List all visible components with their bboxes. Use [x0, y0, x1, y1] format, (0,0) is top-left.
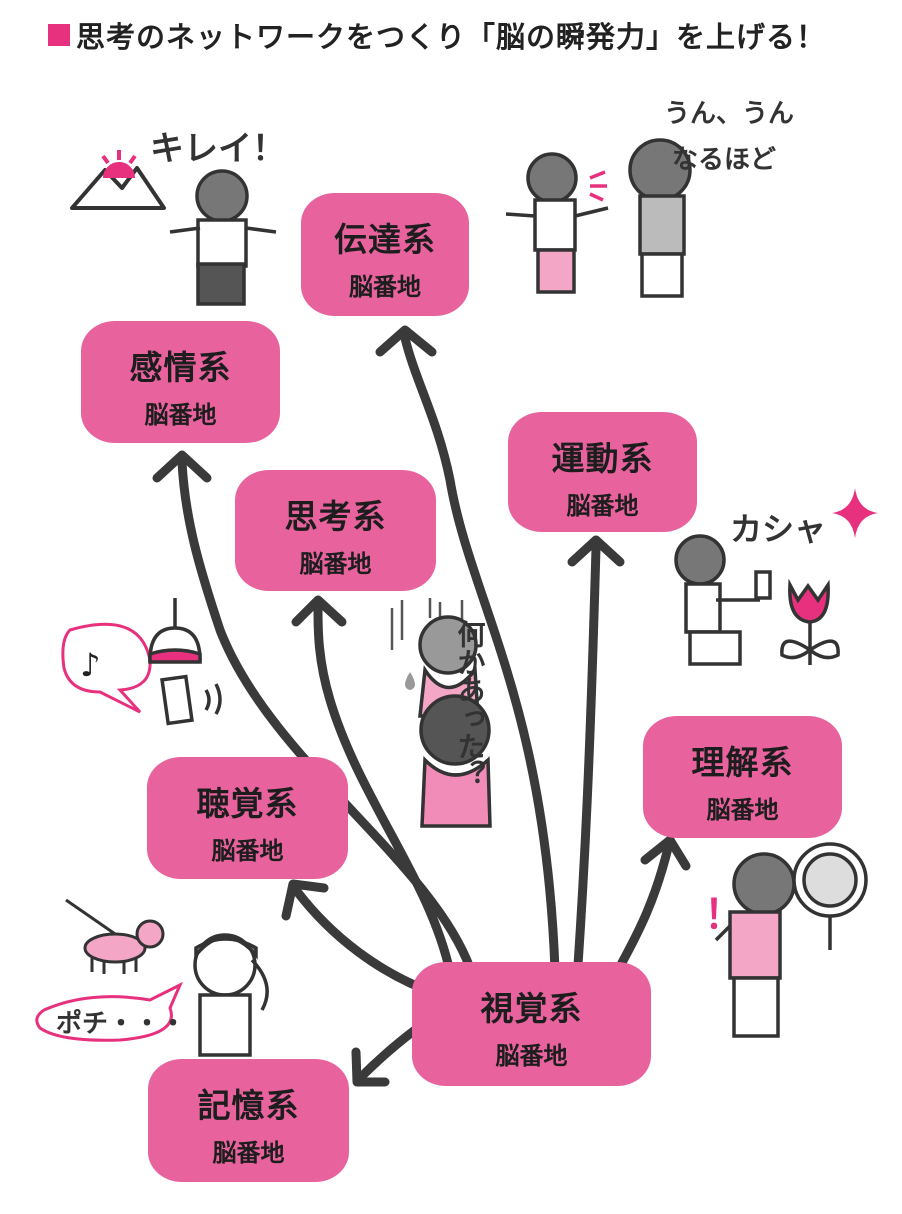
- pochi-bubble: [35, 981, 184, 1042]
- arrow-to-kioku: [355, 1025, 420, 1083]
- title-square-icon: [48, 24, 70, 46]
- arrow-to-rikai: [613, 843, 673, 975]
- teardrop-icon: [405, 672, 415, 690]
- arrow-to-dentatsu: [400, 333, 560, 975]
- node-dentatsu-sub: 脳番地: [349, 273, 421, 301]
- mountain-sunrise-icon: [70, 150, 166, 210]
- node-rikai-sub: 脳番地: [706, 796, 779, 824]
- person-mirror-icon: [714, 842, 868, 1038]
- title-text: 思考のネットワークをつくり「脳の瞬発力」を上げる！: [76, 20, 827, 54]
- node-shikou: 思考系 脳番地: [235, 470, 436, 591]
- node-shikaku-sub: 脳番地: [495, 1042, 568, 1070]
- node-kioku-sub: 脳番地: [212, 1139, 285, 1167]
- dog-walking-icon: [65, 898, 165, 974]
- node-choukaku-name: 聴覚系: [196, 784, 299, 823]
- node-undou: 運動系 脳番地: [508, 412, 697, 532]
- arrow-head-kanjou: [152, 450, 212, 483]
- node-shikaku-name: 視覚系: [480, 989, 583, 1028]
- node-kanjou-name: 感情系: [129, 348, 232, 387]
- arrow-head-choukaku: [281, 879, 329, 921]
- node-kioku-name: 記憶系: [197, 1086, 300, 1125]
- arrow-head-kioku: [351, 1047, 390, 1087]
- arrow-head-shikou: [291, 595, 347, 627]
- speech-bubble-note: [61, 622, 152, 714]
- arrow-to-shikou: [313, 605, 455, 977]
- node-undou-sub: 脳番地: [566, 492, 639, 520]
- kasha-text: カシャ: [730, 510, 826, 548]
- person-photographing-icon: [674, 534, 772, 666]
- nanika-text: 何かあった？: [454, 620, 487, 788]
- node-rikai: 理解系 脳番地: [643, 716, 842, 838]
- naruhodo-text: なるほど: [672, 145, 776, 175]
- tulip-icon: [780, 578, 840, 665]
- node-shikou-sub: 脳番地: [299, 550, 372, 578]
- page-title: 思考のネットワークをつくり「脳の瞬発力」を上げる！: [48, 14, 826, 56]
- node-choukaku: 聴覚系 脳番地: [147, 757, 348, 879]
- kirei-text: キレイ！: [150, 129, 286, 169]
- praying-person-icon: [193, 933, 269, 1057]
- unun-text: うん、うん: [664, 99, 794, 129]
- node-choukaku-sub: 脳番地: [211, 837, 284, 865]
- node-shikou-name: 思考系: [284, 497, 387, 536]
- node-kanjou: 感情系 脳番地: [81, 321, 280, 443]
- node-dentatsu: 伝達系 脳番地: [301, 193, 469, 316]
- node-kioku: 記憶系 脳番地: [148, 1059, 349, 1182]
- node-undou-name: 運動系: [551, 439, 654, 478]
- music-note-icon: ♪: [80, 646, 100, 684]
- node-dentatsu-name: 伝達系: [334, 220, 436, 259]
- arrow-head-undou: [567, 535, 625, 567]
- person-arms-out-icon: [169, 169, 277, 306]
- arrow-head-dentatsu: [375, 325, 437, 357]
- arrow-head-rikai: [640, 835, 691, 871]
- pochi-text: ポチ・・・: [56, 1008, 186, 1039]
- arrow-to-undou: [573, 543, 601, 970]
- node-shikaku: 視覚系 脳番地: [412, 962, 651, 1086]
- node-kanjou-sub: 脳番地: [144, 401, 217, 429]
- wind-chime-icon: [148, 598, 222, 726]
- rain-lines-icon: [390, 598, 464, 650]
- sparkle-icon: [832, 488, 878, 538]
- people-talking-icon: [505, 138, 692, 298]
- node-rikai-name: 理解系: [691, 743, 794, 782]
- worried-people-icon: [418, 615, 492, 828]
